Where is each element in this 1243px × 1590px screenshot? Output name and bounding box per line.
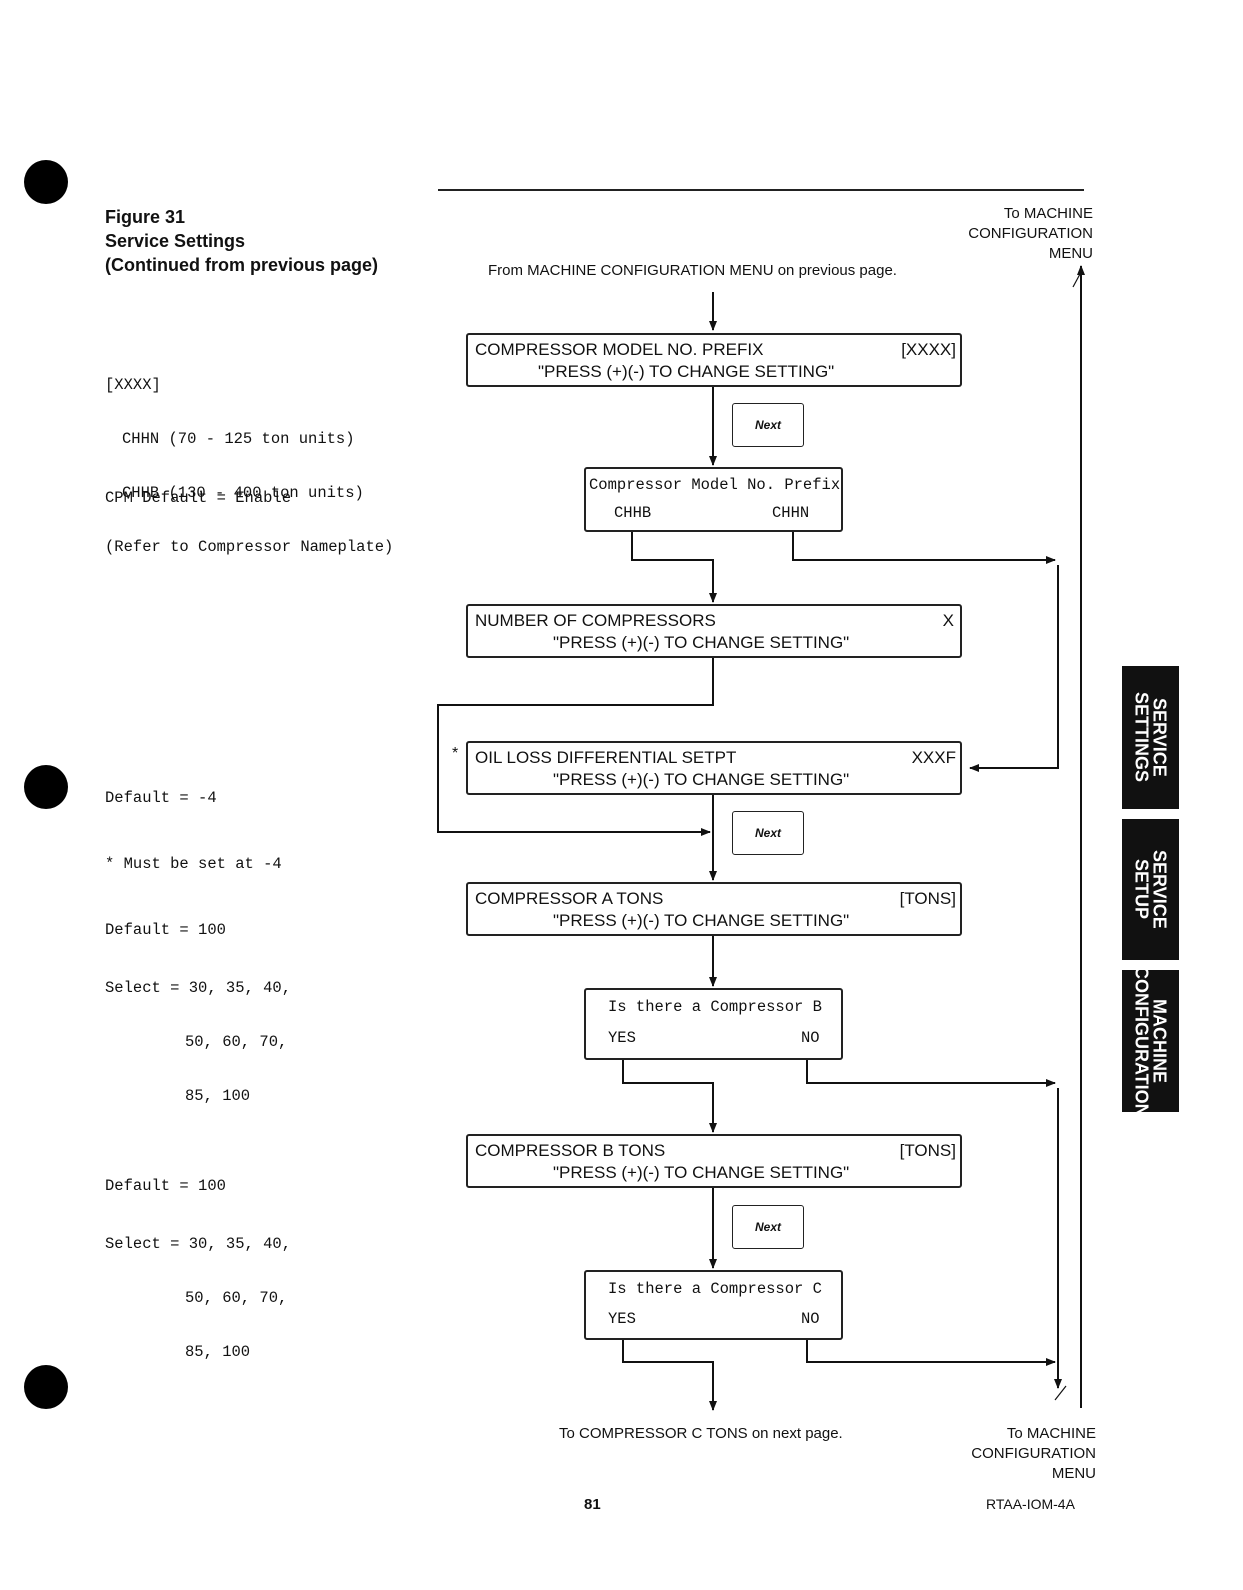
compressor-prefix-value: [XXXX] (901, 340, 956, 359)
compressor-b-option-no[interactable]: NO (801, 1029, 820, 1047)
prefix-question-box: Compressor Model No. Prefix CHHB CHHN (584, 467, 843, 532)
top-rule (438, 189, 1084, 191)
from-config-menu-text: From MACHINE CONFIGURATION MENU on previ… (488, 262, 897, 279)
compressor-prefix-box: COMPRESSOR MODEL NO. PREFIX [XXXX] "PRES… (466, 333, 962, 387)
to-config-bottom-line-2: CONFIGURATION (971, 1445, 1096, 1462)
compressor-a-tons-title: COMPRESSOR A TONS (475, 889, 664, 908)
compressor-b-tons-press: "PRESS (+)(-) TO CHANGE SETTING" (553, 1163, 850, 1182)
oil-must-note: * Must be set at -4 (105, 855, 282, 873)
a-select-note-2: 50, 60, 70, (185, 1033, 288, 1051)
a-select-note-3: 85, 100 (185, 1087, 251, 1105)
b-select-note-1: Select = 30, 35, 40, (105, 1235, 292, 1253)
compressor-a-tons-press: "PRESS (+)(-) TO CHANGE SETTING" (553, 911, 850, 930)
prefix-note-chhb: CHHB (130 - 400 ton units) (122, 484, 364, 502)
number-compressors-box: NUMBER OF COMPRESSORS X "PRESS (+)(-) TO… (466, 604, 962, 658)
tab-service-setup-label: SERVICE SETUP (1131, 850, 1170, 929)
oil-loss-title: OIL LOSS DIFFERENTIAL SETPT (475, 748, 737, 767)
prefix-note-chhn: CHHN (70 - 125 ton units) (122, 430, 355, 448)
figure-subtitle: (Continued from previous page) (105, 255, 379, 275)
number-compressors-title: NUMBER OF COMPRESSORS (475, 611, 716, 630)
tab-service-settings-label: SERVICE SETTINGS (1131, 692, 1170, 783)
binder-hole-1 (24, 160, 68, 204)
b-select-note-3: 85, 100 (185, 1343, 251, 1361)
connector-chhb-to-number (631, 530, 717, 603)
next-button-1[interactable]: Next (732, 403, 804, 447)
prefix-option-chhn[interactable]: CHHN (772, 504, 810, 522)
prefix-note-refer: (Refer to Compressor Nameplate) (105, 538, 394, 556)
a-select-note-1: Select = 30, 35, 40, (105, 979, 292, 997)
tab-machine-configuration[interactable]: MACHINE CONFIGURATION (1122, 966, 1179, 1116)
compressor-b-tons-title: COMPRESSOR B TONS (475, 1141, 666, 1160)
compressor-c-question-box: Is there a Compressor C YES NO (584, 1270, 843, 1340)
compressor-prefix-press: "PRESS (+)(-) TO CHANGE SETTING" (538, 362, 835, 381)
number-compressors-press: "PRESS (+)(-) TO CHANGE SETTING" (553, 633, 850, 652)
compressor-b-question-title: Is there a Compressor B (608, 998, 822, 1016)
oil-loss-value: XXXF (911, 748, 956, 767)
to-next-page-text: To COMPRESSOR C TONS on next page. (559, 1425, 843, 1442)
next-button-3[interactable]: Next (732, 1205, 804, 1249)
a-tons-notes: Default = 100 Select = 30, 35, 40, 50, 6… (105, 885, 291, 1123)
compressor-b-question-box: Is there a Compressor B YES NO (584, 988, 843, 1060)
oil-loss-press: "PRESS (+)(-) TO CHANGE SETTING" (553, 770, 850, 789)
b-default-note: Default = 100 (105, 1177, 226, 1195)
continuation-tick-bottom (1054, 1385, 1067, 1401)
cpm-default-note: CPM Default = Enable (105, 489, 292, 507)
compressor-c-question-title: Is there a Compressor C (608, 1280, 822, 1298)
next-button-2[interactable]: Next (732, 811, 804, 855)
to-config-menu-bottom: To MACHINE CONFIGURATION MENU (971, 1424, 1096, 1484)
connector-no-c (806, 1338, 1056, 1366)
binder-hole-2 (24, 765, 68, 809)
number-compressors-value: X (942, 611, 954, 630)
connector-number-bypass (437, 657, 714, 836)
tab-service-settings[interactable]: SERVICE SETTINGS (1122, 666, 1179, 809)
tab-machine-configuration-label: MACHINE CONFIGURATION (1131, 965, 1170, 1117)
connector-right-to-oil (969, 565, 1059, 772)
prefix-notes: [XXXX] CHHN (70 - 125 ton units) CHHB (1… (105, 340, 393, 574)
document-id: RTAA-IOM-4A (986, 1496, 1075, 1512)
compressor-b-option-yes[interactable]: YES (608, 1029, 636, 1047)
to-config-top-line-2: CONFIGURATION (968, 225, 1093, 242)
compressor-b-tons-value: [TONS] (899, 1141, 956, 1160)
prefix-question-title: Compressor Model No. Prefix (589, 476, 841, 494)
oil-setpoint-marker: * (452, 745, 459, 762)
figure-heading: Figure 31 Service Settings (Continued fr… (105, 205, 378, 277)
figure-number: Figure 31 (105, 207, 186, 227)
page-number: 81 (584, 1496, 601, 1513)
b-tons-notes: Default = 100 Select = 30, 35, 40, 50, 6… (105, 1141, 291, 1379)
connector-chhn-to-right (792, 530, 1056, 564)
to-config-bottom-line-3: MENU (1051, 1465, 1096, 1482)
connector-yes-b (622, 1058, 717, 1133)
tab-service-setup[interactable]: SERVICE SETUP (1122, 819, 1179, 960)
connector-no-b (806, 1058, 1056, 1087)
b-select-note-2: 50, 60, 70, (185, 1289, 288, 1307)
compressor-c-option-no[interactable]: NO (801, 1310, 820, 1328)
oil-loss-box: OIL LOSS DIFFERENTIAL SETPT XXXF "PRESS … (466, 741, 962, 795)
to-config-top-line-1: To MACHINE (1003, 205, 1093, 222)
compressor-a-tons-box: COMPRESSOR A TONS [TONS] "PRESS (+)(-) T… (466, 882, 962, 936)
compressor-a-tons-value: [TONS] (899, 889, 956, 908)
to-config-menu-top: To MACHINE CONFIGURATION MENU (968, 204, 1093, 264)
compressor-c-option-yes[interactable]: YES (608, 1310, 636, 1328)
prefix-option-chhb[interactable]: CHHB (614, 504, 652, 522)
to-config-top-line-3: MENU (1048, 245, 1093, 262)
to-config-bottom-line-1: To MACHINE (1006, 1425, 1096, 1442)
oil-default-note: Default = -4 (105, 789, 217, 807)
binder-hole-3 (24, 1365, 68, 1409)
continuation-tick-top (1072, 273, 1081, 288)
connector-yes-c (622, 1338, 717, 1411)
prefix-note-header: [XXXX] (105, 376, 161, 394)
compressor-prefix-title: COMPRESSOR MODEL NO. PREFIX (475, 340, 764, 359)
a-default-note: Default = 100 (105, 921, 226, 939)
oil-notes: Default = -4 * Must be set at -4 (105, 743, 282, 897)
compressor-b-tons-box: COMPRESSOR B TONS [TONS] "PRESS (+)(-) T… (466, 1134, 962, 1188)
figure-title: Service Settings (105, 231, 246, 251)
